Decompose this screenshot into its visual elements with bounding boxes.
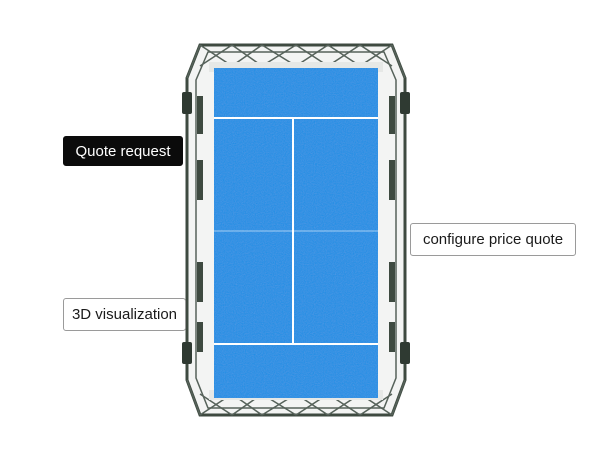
quote-request-button[interactable]: Quote request [63,136,183,166]
court-lines [214,117,378,345]
configure-price-quote-button[interactable]: configure price quote [410,223,576,256]
3d-visualization-button[interactable]: 3D visualization [63,298,186,331]
